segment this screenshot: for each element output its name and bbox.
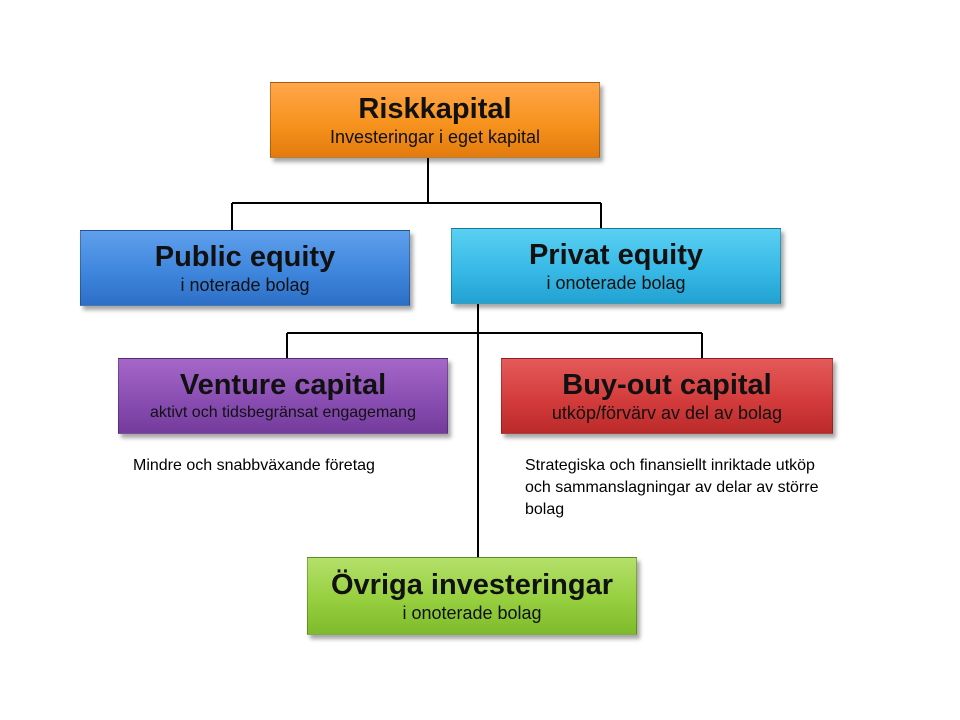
note-buyout: Strategiska och finansiellt inriktade ut… [525, 457, 819, 518]
node-title: Övriga investeringar [330, 568, 614, 601]
node-subtitle: utköp/förvärv av del av bolag [551, 402, 783, 423]
node-subtitle: i noterade bolag [180, 274, 310, 295]
node-subtitle: Investeringar i eget kapital [329, 126, 541, 147]
node-venture-capital: Venture capital aktivt och tidsbegränsat… [118, 358, 448, 434]
node-ovriga-investeringar: Övriga investeringar i onoterade bolag [307, 557, 637, 635]
node-title: Privat equity [528, 238, 704, 271]
node-title: Riskkapital [358, 92, 512, 125]
node-title: Public equity [154, 240, 336, 273]
node-subtitle: i onoterade bolag [546, 272, 686, 293]
node-subtitle: i onoterade bolag [402, 602, 542, 623]
node-title: Buy-out capital [562, 368, 772, 401]
node-subtitle: aktivt och tidsbegränsat engagemang [150, 403, 416, 421]
node-buyout-capital: Buy-out capital utköp/förvärv av del av … [501, 358, 833, 434]
node-public-equity: Public equity i noterade bolag [80, 230, 410, 306]
node-privat-equity: Privat equity i onoterade bolag [451, 228, 781, 304]
node-title: Venture capital [179, 368, 387, 401]
node-riskkapital: Riskkapital Investeringar i eget kapital [270, 82, 600, 158]
note-venture: Mindre och snabbväxande företag [133, 457, 375, 474]
